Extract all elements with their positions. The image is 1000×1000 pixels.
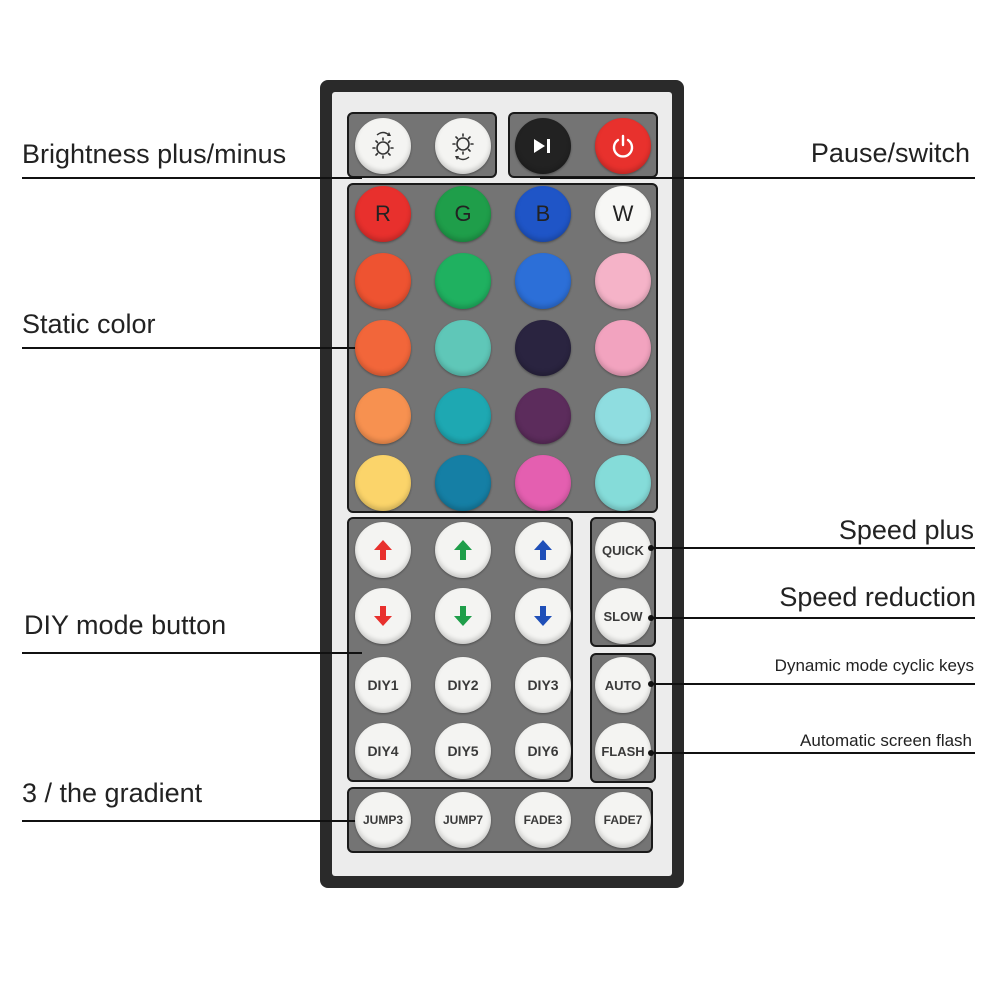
diy-up-arrow-button[interactable] <box>435 522 491 578</box>
pause-switch-leader <box>540 177 975 179</box>
speed-reduction-label: Speed reduction <box>779 582 976 612</box>
dynamic-mode-label: Dynamic mode cyclic keys <box>774 656 974 675</box>
diy-down-arrow-button[interactable] <box>435 588 491 644</box>
color-button[interactable] <box>595 455 651 511</box>
arrow-down-icon <box>374 606 392 626</box>
color-button[interactable] <box>355 388 411 444</box>
arrow-up-icon <box>374 540 392 560</box>
sun-up-icon <box>372 131 394 159</box>
color-button[interactable] <box>355 253 411 309</box>
diy2-button[interactable]: DIY2 <box>435 657 491 713</box>
diy-mode-label: DIY mode button <box>24 610 227 640</box>
brightness-down-button[interactable] <box>435 118 491 174</box>
color-button[interactable] <box>595 320 651 376</box>
color-button-w[interactable]: W <box>595 186 651 242</box>
diy6-button[interactable]: DIY6 <box>515 723 571 779</box>
diy-down-arrow-button[interactable] <box>355 588 411 644</box>
arrow-down-icon <box>454 606 472 626</box>
power-icon <box>612 134 634 158</box>
play-pause-button[interactable] <box>515 118 571 174</box>
color-button[interactable] <box>515 320 571 376</box>
color-button-b[interactable]: B <box>515 186 571 242</box>
speed-reduction-dot <box>648 615 654 621</box>
arrow-down-icon <box>534 606 552 626</box>
gradient-leader <box>22 820 362 822</box>
color-button-r[interactable]: R <box>355 186 411 242</box>
diy4-button[interactable]: DIY4 <box>355 723 411 779</box>
color-button[interactable] <box>435 455 491 511</box>
speed-reduction-leader <box>652 617 975 619</box>
auto-flash-label: Automatic screen flash <box>800 731 972 750</box>
speed-plus-label: Speed plus <box>838 515 974 545</box>
pause-switch-label: Pause/switch <box>810 138 970 168</box>
jump7-button[interactable]: JUMP7 <box>435 792 491 848</box>
static-color-label: Static color <box>22 309 156 339</box>
fade3-button[interactable]: FADE3 <box>515 792 571 848</box>
color-button-g[interactable]: G <box>435 186 491 242</box>
brightness-up-button[interactable] <box>355 118 411 174</box>
speed-plus-leader <box>652 547 975 549</box>
gradient-label: 3 / the gradient <box>22 778 203 808</box>
color-button[interactable] <box>595 388 651 444</box>
color-button[interactable] <box>435 388 491 444</box>
diy-up-arrow-button[interactable] <box>515 522 571 578</box>
auto-flash-leader <box>652 752 975 754</box>
color-button[interactable] <box>355 320 411 376</box>
arrow-up-icon <box>454 540 472 560</box>
auto-button[interactable]: AUTO <box>595 657 651 713</box>
diy1-button[interactable]: DIY1 <box>355 657 411 713</box>
fade7-button[interactable]: FADE7 <box>595 792 651 848</box>
power-button[interactable] <box>595 118 651 174</box>
color-button[interactable] <box>355 455 411 511</box>
slow-button[interactable]: SLOW <box>595 588 651 644</box>
brightness-leader <box>22 177 362 179</box>
dynamic-mode-dot <box>648 681 654 687</box>
jump3-button[interactable]: JUMP3 <box>355 792 411 848</box>
color-button[interactable] <box>515 388 571 444</box>
auto-flash-dot <box>648 750 654 756</box>
quick-button[interactable]: QUICK <box>595 522 651 578</box>
dynamic-mode-leader <box>652 683 975 685</box>
diy3-button[interactable]: DIY3 <box>515 657 571 713</box>
diy-down-arrow-button[interactable] <box>515 588 571 644</box>
play-pause-icon <box>534 139 550 153</box>
diy-up-arrow-button[interactable] <box>355 522 411 578</box>
diy-mode-leader <box>22 652 362 654</box>
speed-plus-dot <box>648 545 654 551</box>
color-button[interactable] <box>435 253 491 309</box>
color-button[interactable] <box>435 320 491 376</box>
sun-down-icon <box>452 133 474 161</box>
brightness-label: Brightness plus/minus <box>22 139 287 169</box>
color-button[interactable] <box>515 455 571 511</box>
color-button[interactable] <box>595 253 651 309</box>
static-color-leader <box>22 347 362 349</box>
arrow-up-icon <box>534 540 552 560</box>
color-button[interactable] <box>515 253 571 309</box>
flash-button[interactable]: FLASH <box>595 723 651 779</box>
diy5-button[interactable]: DIY5 <box>435 723 491 779</box>
